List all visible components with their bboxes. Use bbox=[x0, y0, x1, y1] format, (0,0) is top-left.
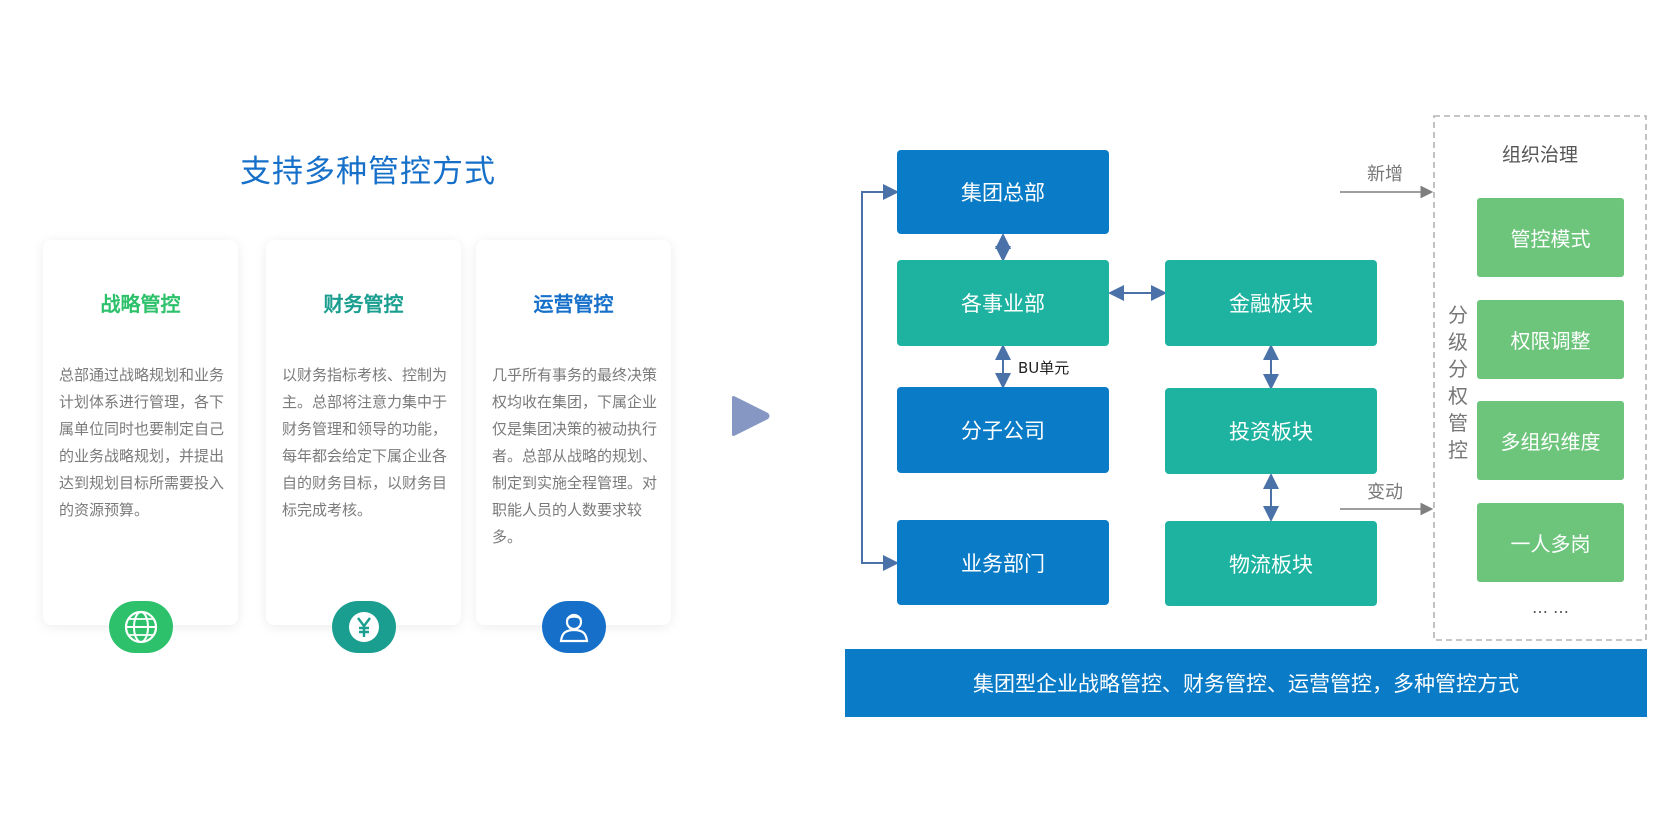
card-text: 几乎所有事务的最终决策权均收在集团，下属企业仅是集团决策的被动执行者。总部从战略… bbox=[492, 366, 658, 546]
governance-title: 组织治理 bbox=[1501, 144, 1578, 166]
governance-item: 一人多岗 bbox=[1477, 503, 1624, 582]
node-finance: 金融板块 bbox=[1165, 260, 1377, 346]
card-title: 财务管控 bbox=[323, 292, 404, 316]
governance-side-label: 分级分权管控 bbox=[1448, 303, 1468, 462]
card-finance: 财务管控 以财务指标考核、控制为主。总部将注意力集中于财务管理和领导的功能，每年… bbox=[266, 240, 461, 653]
card-text: 以财务指标考核、控制为主。总部将注意力集中于财务管理和领导的功能，每年都会给定下… bbox=[282, 366, 448, 519]
user-icon bbox=[542, 601, 606, 653]
node-group-hq: 集团总部 bbox=[897, 150, 1109, 234]
add-label: 新增 bbox=[1367, 164, 1403, 185]
card-title: 运营管控 bbox=[533, 292, 614, 316]
section-title: 支持多种管控方式 bbox=[240, 154, 496, 190]
change-label: 变动 bbox=[1367, 482, 1403, 503]
play-arrow-icon bbox=[732, 396, 770, 436]
governance-item: 多组织维度 bbox=[1477, 401, 1624, 480]
node-department: 业务部门 bbox=[897, 520, 1109, 605]
card-title: 战略管控 bbox=[100, 292, 181, 316]
bu-label: BU单元 bbox=[1018, 359, 1070, 377]
card-text: 总部通过战略规划和业务计划体系进行管理，各下属单位同时也要制定自己的业务战略规划… bbox=[59, 366, 225, 519]
bottom-banner: 集团型企业战略管控、财务管控、运营管控，多种管控方式 bbox=[845, 649, 1647, 717]
card-strategy: 战略管控 总部通过战略规划和业务计划体系进行管理，各下属单位同时也要制定自己的业… bbox=[43, 240, 238, 653]
governance-item: 管控模式 bbox=[1477, 198, 1624, 277]
governance-item: 权限调整 bbox=[1477, 300, 1624, 379]
node-subsidiary: 分子公司 bbox=[897, 387, 1109, 473]
card-operation: 运营管控 几乎所有事务的最终决策权均收在集团，下属企业仅是集团决策的被动执行者。… bbox=[476, 240, 671, 653]
governance-ellipsis: … … bbox=[1531, 598, 1570, 617]
yen-icon bbox=[332, 601, 396, 653]
node-logistics: 物流板块 bbox=[1165, 521, 1377, 606]
node-business-units: 各事业部 bbox=[897, 260, 1109, 346]
node-investment: 投资板块 bbox=[1165, 388, 1377, 474]
globe-icon bbox=[109, 601, 173, 653]
